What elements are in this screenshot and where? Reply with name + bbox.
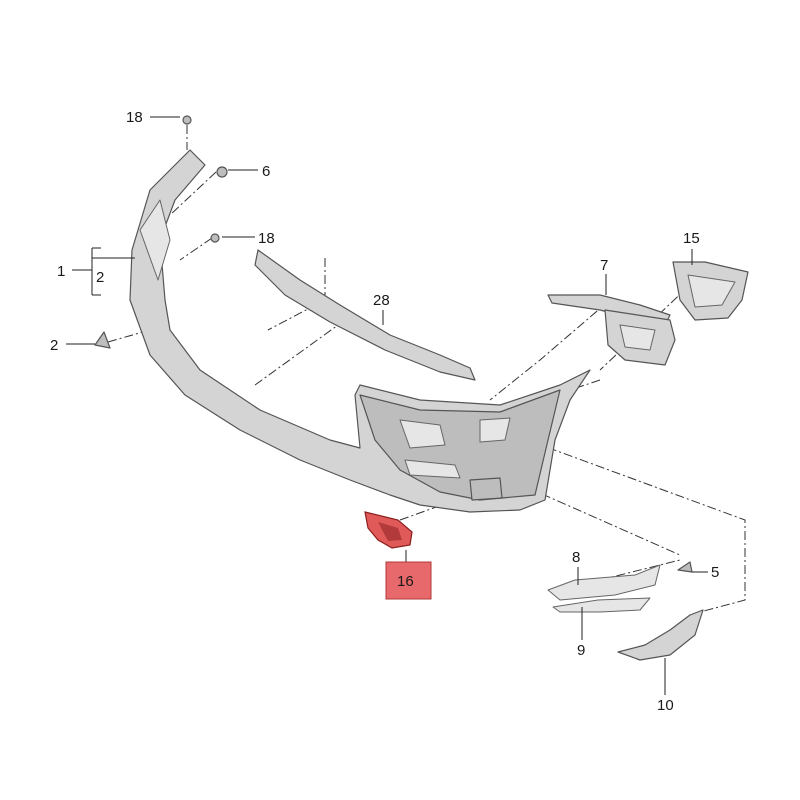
callout-7: 7 bbox=[600, 257, 608, 274]
part-16-highlighted bbox=[364, 511, 413, 549]
bumper-cover bbox=[129, 149, 591, 513]
assembly-lines bbox=[107, 125, 746, 613]
callout-16-highlight-box bbox=[385, 561, 432, 600]
callout-labels: 18 6 18 1 2 2 28 7 15 16 8 5 9 10 bbox=[50, 109, 719, 714]
callout-2-left: 2 bbox=[50, 337, 58, 354]
leader-lines bbox=[66, 116, 708, 695]
trim-parts bbox=[547, 564, 704, 661]
callout-18-mid: 18 bbox=[258, 230, 275, 247]
bracket-7 bbox=[547, 294, 676, 366]
callout-8: 8 bbox=[572, 549, 580, 566]
vent-15 bbox=[672, 261, 749, 321]
callout-2-bracket: 2 bbox=[96, 269, 104, 286]
callout-16: 16 bbox=[397, 573, 414, 590]
fasteners bbox=[94, 115, 693, 573]
callout-5: 5 bbox=[711, 564, 719, 581]
callout-15: 15 bbox=[683, 230, 700, 247]
callout-28: 28 bbox=[373, 292, 390, 309]
callout-9: 9 bbox=[577, 642, 585, 659]
callout-18-top: 18 bbox=[126, 109, 143, 126]
callout-10: 10 bbox=[657, 697, 674, 714]
callout-1: 1 bbox=[57, 263, 65, 280]
grille-strip-28 bbox=[254, 249, 476, 381]
callout-6: 6 bbox=[262, 163, 270, 180]
